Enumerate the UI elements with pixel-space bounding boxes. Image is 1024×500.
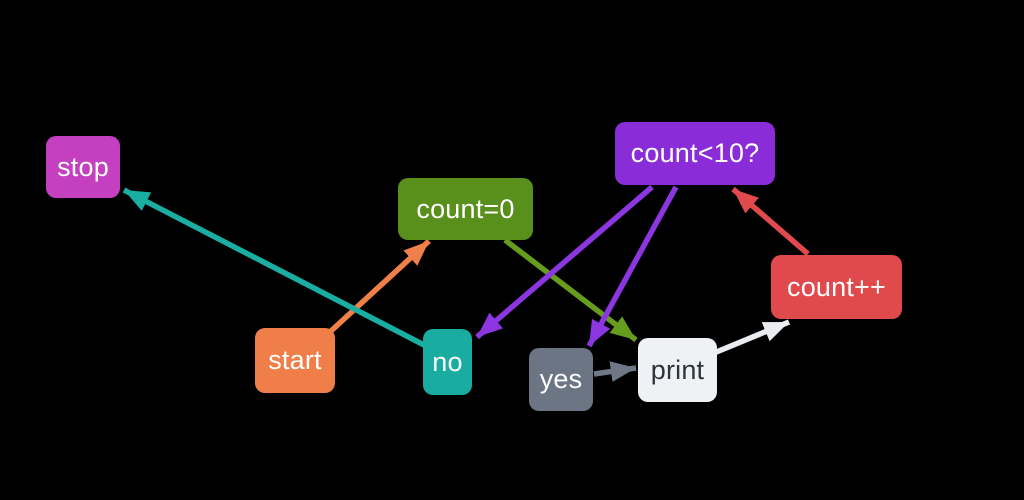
edge-increment-to-condition (731, 186, 810, 257)
edge-count-init-to-print (503, 237, 638, 343)
node-count-init: count=0 (398, 178, 533, 240)
node-label-no: no (432, 346, 463, 377)
edge-condition-to-no (475, 184, 654, 340)
node-label-print: print (650, 354, 705, 385)
node-stop: stop (46, 136, 120, 198)
node-label-increment: count++ (787, 271, 886, 302)
node-start: start (255, 328, 335, 393)
edge-group (122, 184, 810, 382)
edge-yes-to-print (593, 361, 637, 382)
node-print: print (638, 338, 717, 402)
node-label-start: start (268, 345, 322, 375)
node-label-stop: stop (57, 151, 109, 182)
edge-start-to-count-init (329, 238, 431, 334)
node-condition: count<10? (615, 122, 775, 185)
node-label-yes: yes (539, 364, 583, 394)
edge-print-to-increment (712, 319, 791, 356)
node-label-condition: count<10? (630, 138, 760, 168)
edge-condition-to-yes (586, 185, 679, 348)
node-no: no (423, 329, 472, 395)
node-yes: yes (529, 348, 593, 411)
edge-no-to-stop (122, 187, 428, 349)
node-label-count-init: count=0 (416, 193, 515, 224)
node-increment: count++ (771, 255, 902, 319)
